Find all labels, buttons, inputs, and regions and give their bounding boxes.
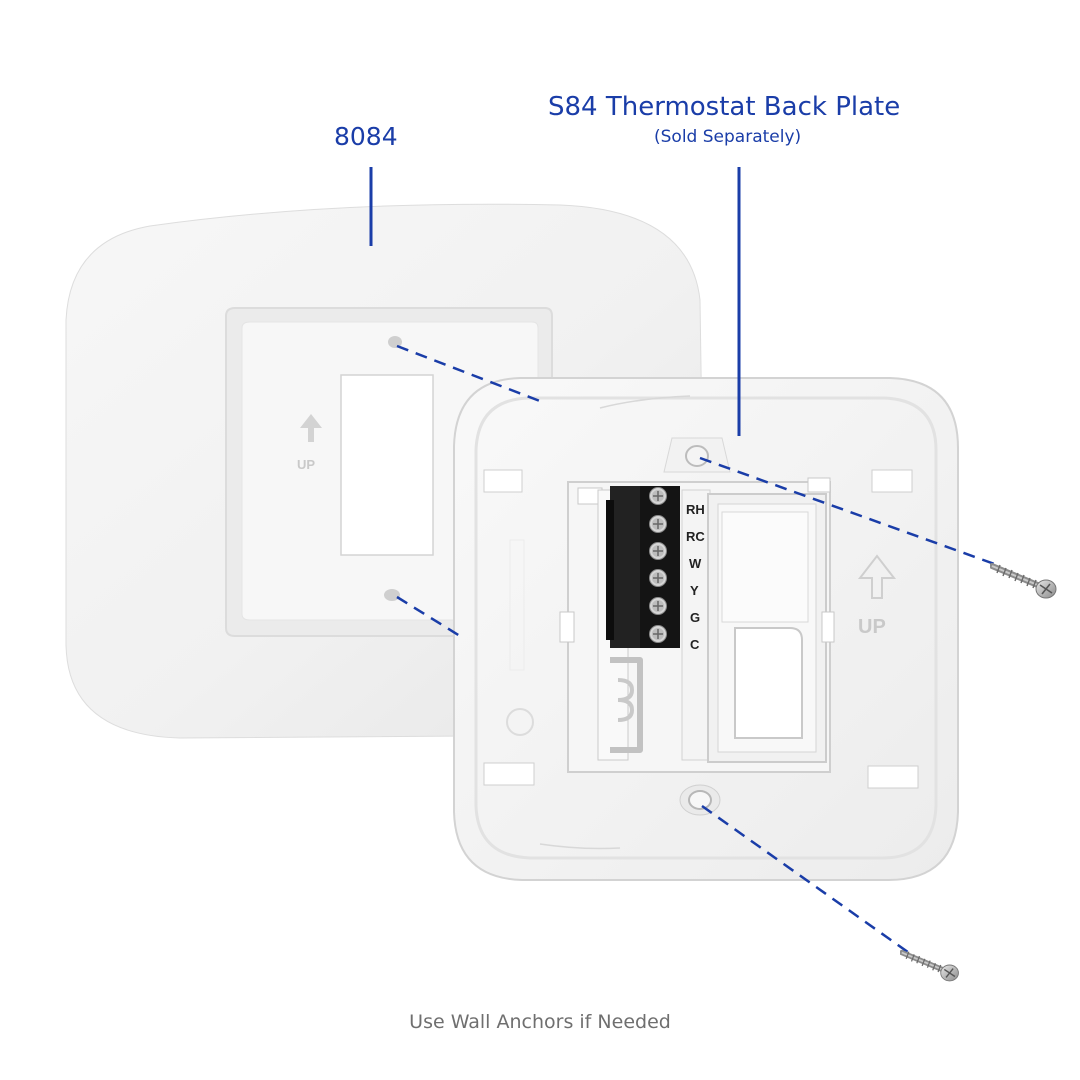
wall-plate-up-text: UP [297,457,315,472]
screw-icon [902,952,959,981]
terminal-block [606,486,680,648]
terminal-label: RH [686,502,705,517]
snap-tab-top-right [871,469,913,493]
wire-opening [340,374,434,556]
back-plate-up-text: UP [858,616,886,638]
terminal-labels: RH RC W Y G C [686,502,705,652]
back-plate-hole-top [685,445,709,467]
terminal-label: C [690,637,700,652]
snap-tab-top-left [483,469,523,493]
back-plate-hole-bottom [688,790,712,810]
up-arrow-icon [300,414,322,442]
mounting-hole-bottom [384,589,400,601]
terminal-screw-icon [648,568,668,588]
snap-tab-bottom-right [867,765,919,789]
terminal-screw-icon [648,541,668,561]
back-plate-label: S84 Thermostat Back Plate [548,92,901,122]
alignment-lines [396,344,1001,957]
terminal-label: Y [690,583,699,598]
terminal-screw-icon [648,624,668,644]
back-plate-wire-opening [734,627,803,739]
terminal-screw-icon [648,486,668,506]
wall-plate-label: 8084 [334,122,398,151]
footer-note: Use Wall Anchors if Needed [409,1011,671,1033]
up-arrow-icon [857,554,897,599]
terminal-label: W [689,556,702,571]
embossed-mark [506,708,534,736]
s84-back-plate: RH RC W Y G C UP [453,377,959,881]
screw-icon [992,565,1056,598]
terminal-label: G [690,610,700,625]
back-plate-note: (Sold Separately) [654,127,802,147]
mounting-hole-top [388,336,402,348]
terminal-screw-icon [648,596,668,616]
terminal-label: RC [686,529,705,544]
terminal-screw-icon [648,514,668,534]
snap-tab-bottom-left [483,762,535,786]
